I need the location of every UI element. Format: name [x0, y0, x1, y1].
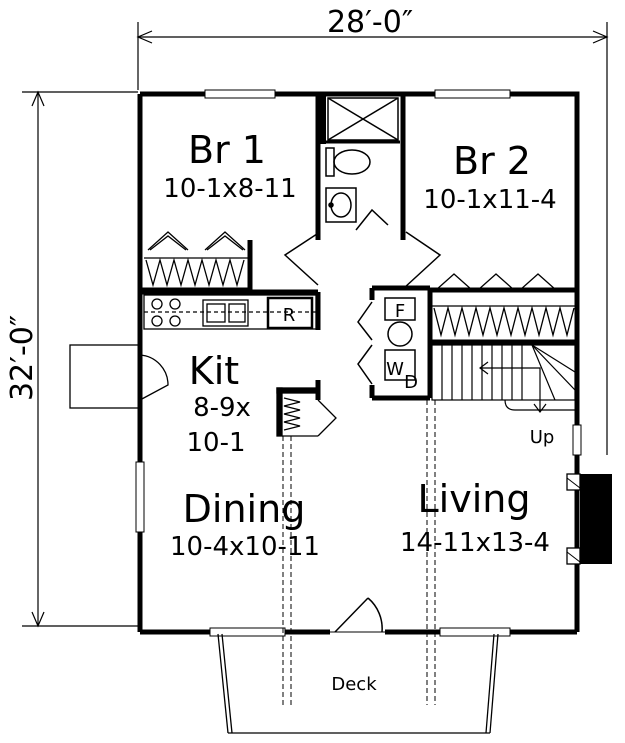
br1-closet — [144, 231, 248, 288]
washer-label: W — [386, 359, 404, 380]
side-entry — [69, 344, 169, 409]
dryer-label: D — [404, 372, 418, 393]
stairs — [431, 344, 576, 413]
living-size: 14-11x13-4 — [400, 528, 550, 558]
kit-size-line2: 10-1 — [186, 428, 245, 458]
depth-dimension: 32′-0″ — [5, 315, 40, 401]
kit-name: Kit — [189, 349, 239, 393]
dining-size: 10-4x10-11 — [170, 532, 320, 562]
br2-size: 10-1x11-4 — [423, 185, 556, 215]
fireplace — [566, 473, 612, 565]
dimension-lines — [22, 22, 609, 628]
refrigerator-label: R — [283, 305, 296, 326]
beam-lines — [282, 400, 436, 705]
windows — [135, 89, 582, 637]
living-name: Living — [418, 477, 531, 521]
furnace-label: F — [395, 301, 405, 322]
deck — [217, 633, 499, 734]
width-dimension: 28′-0″ — [327, 5, 413, 40]
pantry — [276, 387, 337, 437]
br2-name: Br 2 — [453, 139, 531, 183]
laundry-closet — [357, 297, 416, 385]
bath-wall-block — [316, 94, 326, 144]
front-door — [330, 597, 385, 633]
deck-label: Deck — [331, 674, 377, 695]
bathroom — [325, 97, 400, 223]
kitchen-counter — [143, 294, 317, 330]
dining-name: Dining — [183, 487, 306, 531]
bath-door — [283, 208, 442, 289]
br1-size: 10-1x8-11 — [163, 174, 296, 204]
br2-closet — [432, 273, 576, 338]
kit-size-line1: 8-9x — [193, 393, 251, 423]
br1-name: Br 1 — [188, 128, 266, 172]
interior-walls — [140, 94, 577, 401]
stairs-up-label: Up — [530, 427, 555, 448]
